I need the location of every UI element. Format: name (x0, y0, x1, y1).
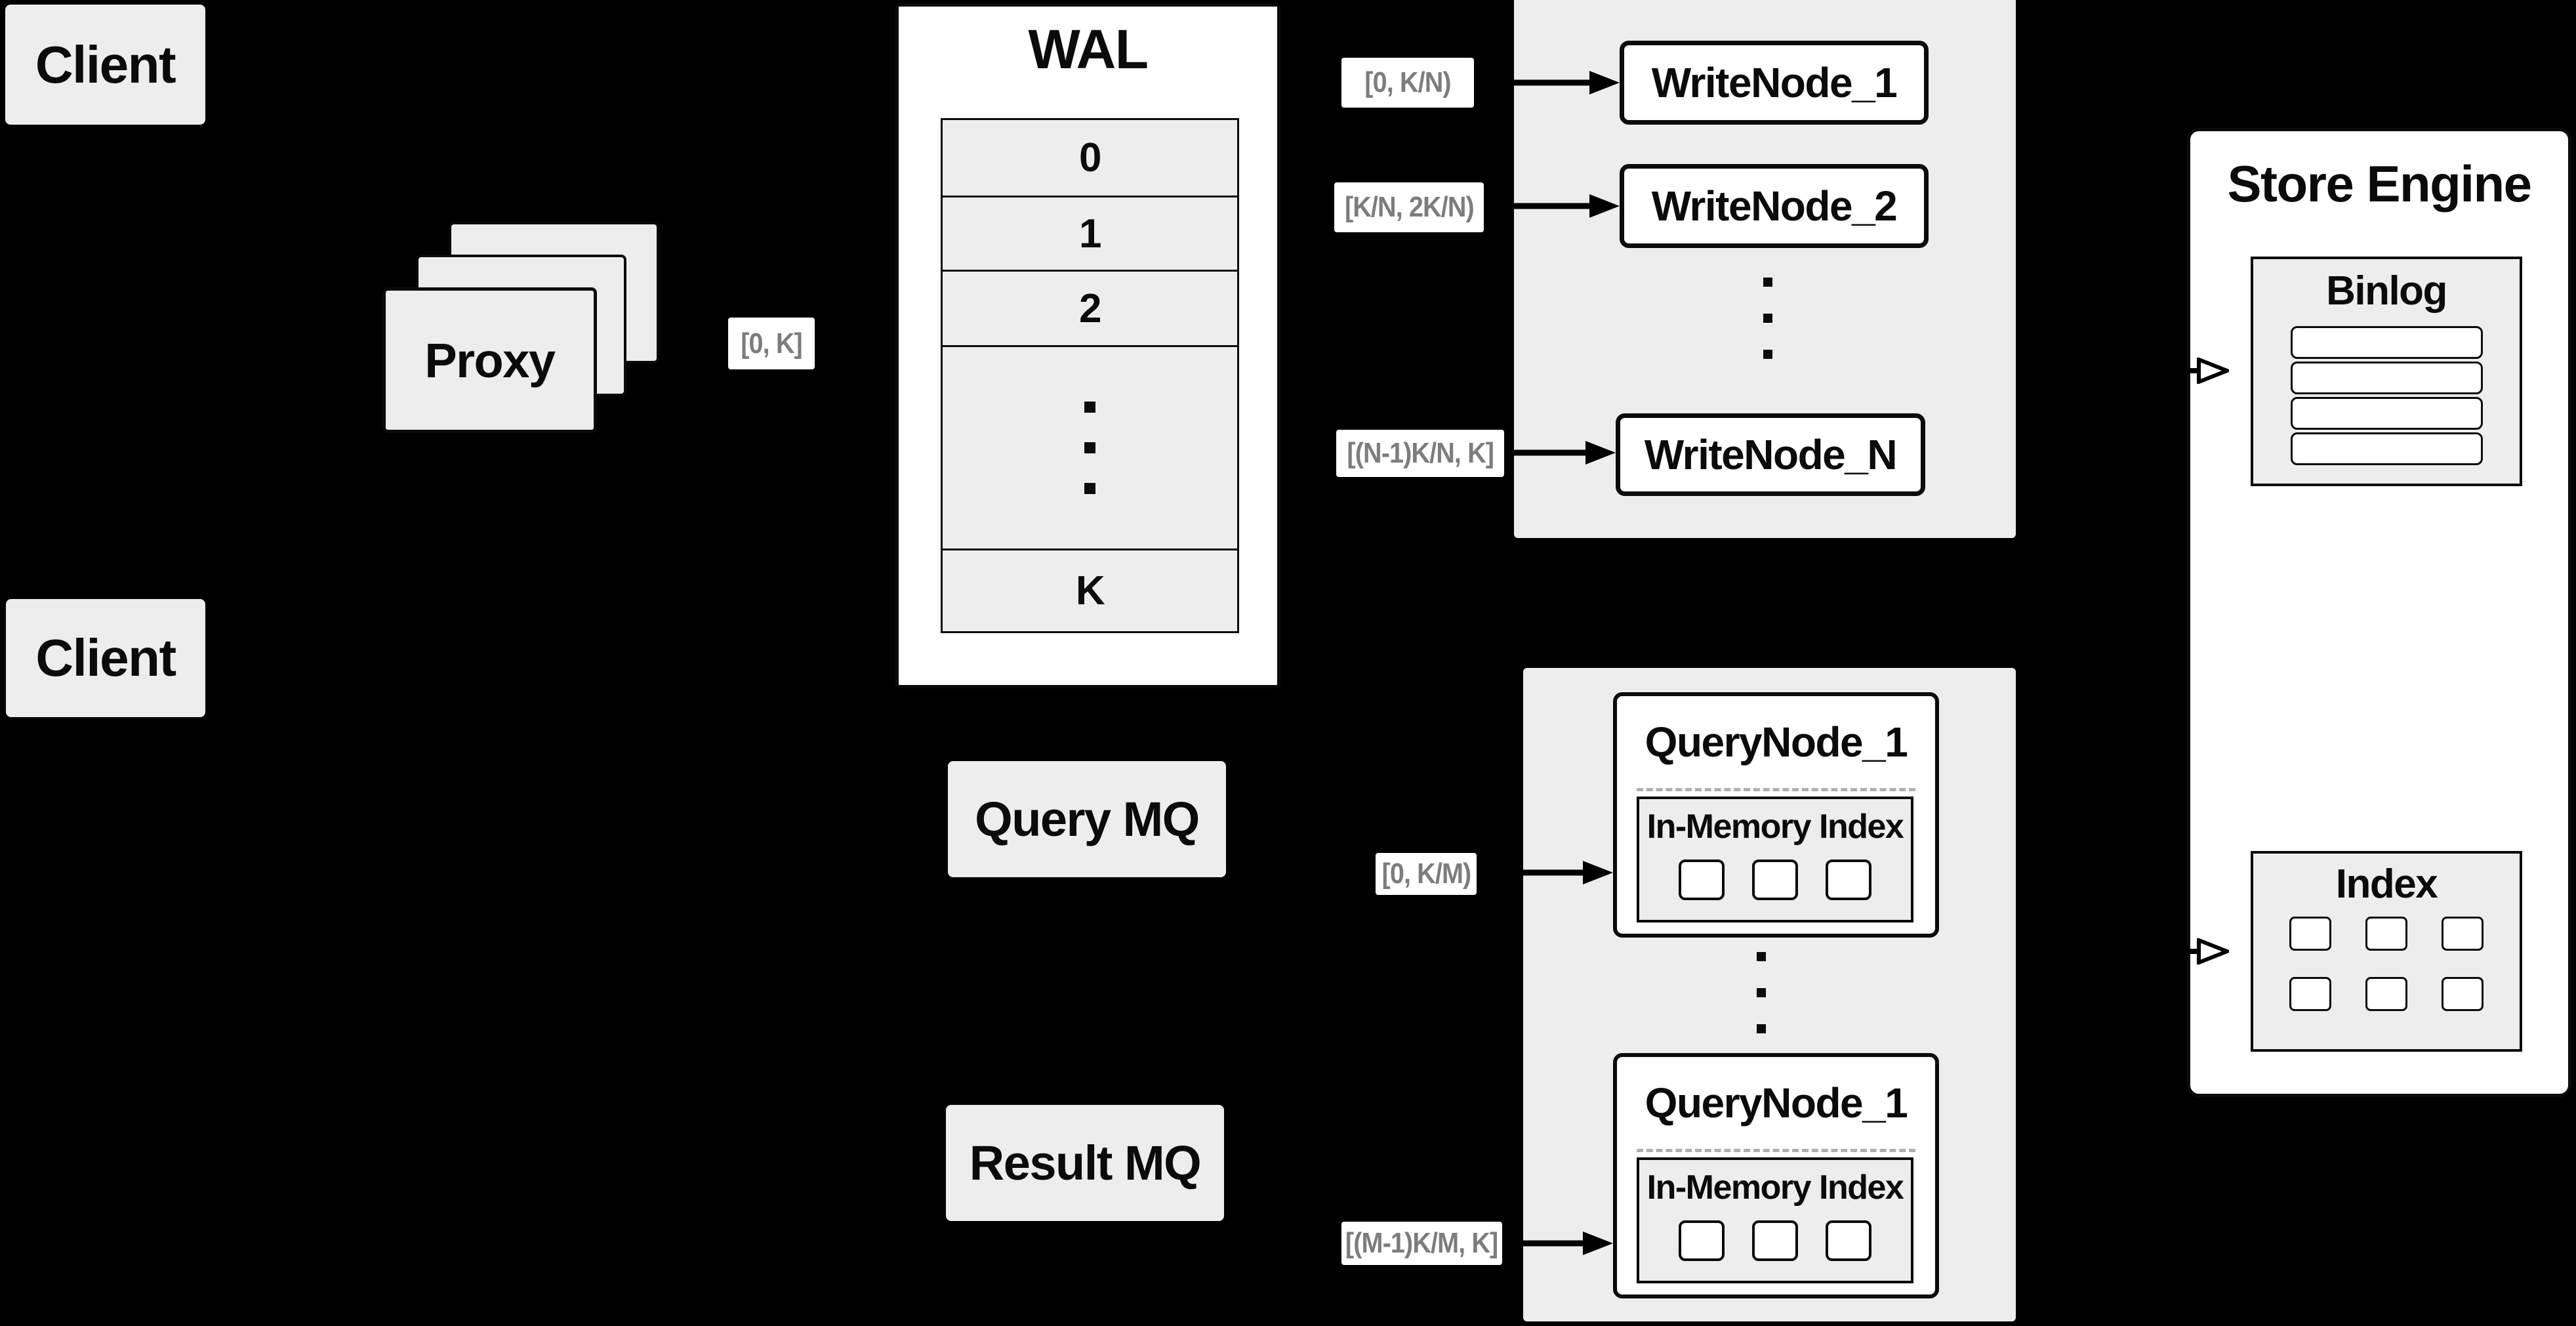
client-box-top: Client (5, 5, 205, 125)
range-chip-write-2-text: [K/N, 2K/N) (1344, 191, 1475, 223)
index-slot-row (2253, 977, 2520, 1011)
querynode-1-title: QueryNode_1 (1645, 718, 1908, 766)
client-top-label: Client (35, 35, 176, 94)
binlog-row (2290, 326, 2483, 359)
arrow-to-index (2125, 938, 2229, 964)
index-box: Index (2251, 851, 2522, 1052)
range-chip-write-1-text: [0, K/N) (1364, 66, 1451, 98)
store-engine-title: Store Engine (2227, 154, 2532, 213)
wal-segment-row: 0 (943, 120, 1237, 197)
range-chip-query-1: [0, K/M) (1376, 853, 1477, 895)
index-title: Index (2335, 861, 2438, 907)
range-chip-query-m: [(M-1)K/M, K] (1341, 1222, 1502, 1265)
wal-segment-2: 2 (1079, 285, 1101, 331)
dashed-divider (1637, 788, 1915, 791)
writenode-1-box: WriteNode_1 (1620, 41, 1929, 125)
ellipsis-dot (1763, 350, 1772, 359)
dashed-divider (1637, 1149, 1915, 1152)
index-slot (2442, 917, 2484, 951)
writenode-1-label: WriteNode_1 (1651, 59, 1898, 106)
ellipsis-dot (1084, 402, 1095, 413)
querynode-2-title: QueryNode_1 (1645, 1079, 1908, 1127)
querynode-ellipsis (1757, 950, 1766, 1035)
range-chip-write-n: [(N-1)K/N, K] (1336, 430, 1504, 477)
range-chip-write-1: [0, K/N) (1341, 58, 1474, 108)
index-slot (2442, 977, 2484, 1011)
range-chip-write-n-text: [(N-1)K/N, K] (1347, 437, 1494, 469)
ellipsis-dot (1763, 314, 1772, 323)
binlog-title: Binlog (2326, 268, 2447, 314)
binlog-row (2290, 397, 2483, 430)
writenode-2-label: WriteNode_2 (1651, 182, 1898, 230)
index-slot (2289, 917, 2331, 951)
in-memory-index-title: In-Memory Index (1646, 1169, 1904, 1207)
index-slot (2365, 977, 2407, 1011)
ellipsis-dot (1757, 988, 1766, 997)
in-memory-slot-row (1639, 860, 1911, 900)
writenode-n-box: WriteNode_N (1616, 413, 1925, 496)
binlog-row (2290, 432, 2483, 465)
range-chip-query-m-text: [(M-1)K/M, K] (1345, 1227, 1498, 1259)
memory-slot (1826, 860, 1871, 900)
wal-segment-0: 0 (1079, 135, 1101, 180)
ellipsis-dot (1757, 952, 1766, 961)
index-slot (2365, 917, 2407, 951)
querynode-2-box: QueryNode_1 In-Memory Index (1613, 1053, 1939, 1298)
writenode-2-box: WriteNode_2 (1620, 164, 1929, 248)
in-memory-index-box: In-Memory Index (1637, 797, 1913, 922)
query-mq-label: Query MQ (975, 792, 1200, 846)
range-chip-write-2: [K/N, 2K/N) (1334, 182, 1484, 232)
wal-segment-row: 1 (943, 197, 1237, 272)
client-box-bottom: Client (6, 599, 205, 717)
writenode-n-label: WriteNode_N (1644, 431, 1898, 478)
arrow-to-querynode-2 (1502, 1232, 1613, 1255)
wal-segment-k: K (1075, 568, 1105, 613)
arrow-to-writenode-n (1505, 441, 1616, 465)
binlog-box: Binlog (2251, 257, 2522, 486)
in-memory-slot-row (1639, 1220, 1911, 1261)
in-memory-index-box: In-Memory Index (1637, 1157, 1913, 1283)
arrow-to-writenode-1 (1479, 71, 1620, 94)
arrow-to-writenode-2 (1488, 194, 1620, 218)
writenode-ellipsis (1763, 276, 1772, 361)
client-bottom-label: Client (35, 629, 176, 687)
ellipsis-dot (1757, 1024, 1766, 1033)
ellipsis-dot (1763, 278, 1772, 287)
wal-box: WAL 0 1 2 K (895, 3, 1280, 688)
wal-segment-row: K (943, 550, 1237, 633)
wal-title: WAL (1028, 18, 1149, 80)
in-memory-index-title: In-Memory Index (1646, 808, 1904, 846)
wal-ellipsis-row (943, 347, 1237, 550)
query-mq-box: Query MQ (948, 761, 1226, 877)
result-mq-box: Result MQ (946, 1105, 1224, 1221)
querynode-1-box: QueryNode_1 In-Memory Index (1613, 692, 1939, 938)
binlog-row (2290, 362, 2483, 394)
proxy-label: Proxy (424, 333, 556, 388)
range-chip-proxy-wal: [0, K] (728, 318, 815, 369)
arrow-to-binlog (2125, 358, 2229, 384)
store-engine-box: Store Engine Binlog Index (2187, 128, 2571, 1097)
range-chip-query-1-text: [0, K/M) (1381, 858, 1471, 890)
binlog-rows (2253, 326, 2520, 465)
ellipsis-dot (1084, 442, 1095, 453)
index-slot-row (2253, 917, 2520, 951)
memory-slot (1826, 1220, 1871, 1261)
proxy-card-front: Proxy (382, 287, 597, 433)
wal-segment-row: 2 (943, 272, 1237, 347)
memory-slot (1752, 860, 1798, 900)
wal-segment-1: 1 (1079, 211, 1101, 257)
index-slot (2289, 977, 2331, 1011)
memory-slot (1752, 1220, 1798, 1261)
arrow-to-querynode-1 (1477, 861, 1613, 884)
wal-segment-table: 0 1 2 K (941, 118, 1239, 633)
memory-slot (1679, 860, 1725, 900)
range-chip-proxy-wal-text: [0, K] (741, 327, 803, 360)
result-mq-label: Result MQ (969, 1136, 1202, 1190)
ellipsis-dot (1084, 483, 1095, 494)
memory-slot (1679, 1220, 1725, 1261)
